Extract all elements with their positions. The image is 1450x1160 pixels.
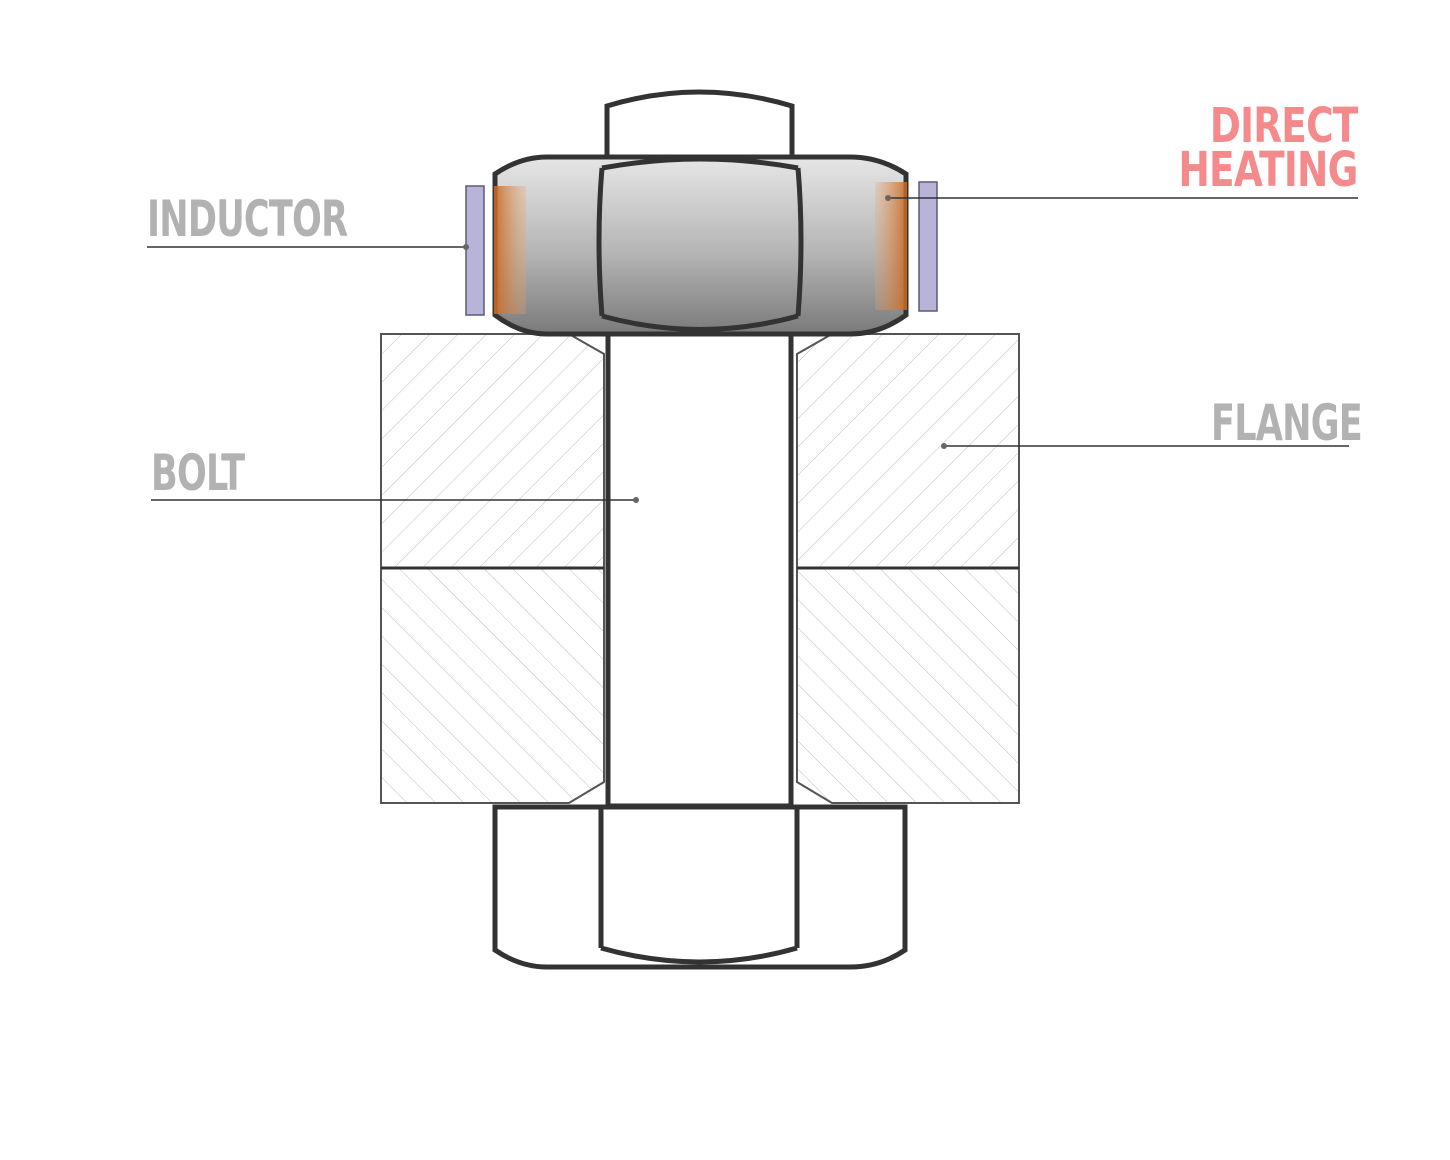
bottom-nut-body [492,804,908,970]
top-nut-face-right [795,167,804,317]
inductor [465,181,938,316]
flange-upper-right [796,333,1020,569]
flange-lower-left [380,567,605,804]
direct-heating-label-line1: DIRECT [1210,98,1359,154]
heated-zone-left [494,186,526,314]
top-nut-face-bottom [601,313,799,332]
top-nut [492,154,909,337]
top-nut-body [492,154,909,337]
inductor-coil-right [918,181,938,312]
top-nut-face-left [596,167,605,317]
bolt-tip [604,89,795,155]
inductor-label: INDUCTOR [147,190,348,248]
leader-lines [147,195,1358,503]
bolt-label: BOLT [151,444,245,502]
bottom-nut-face-bottom [600,945,798,965]
flange-label: FLANGE [1211,394,1363,452]
top-nut-face-top [601,156,799,171]
bottom-nut [492,804,908,970]
direct-heating-label: DIRECT HEATING [1128,98,1359,198]
leader-flange-dot [941,443,947,449]
bolt [604,89,795,809]
inductor-coil-left [465,185,485,316]
flange-lower-right [796,567,1020,804]
leader-bolt-dot [633,497,639,503]
bolt-shank [605,331,794,809]
flange [380,333,1020,804]
direct-heating-label-line2: HEATING [1178,142,1359,198]
leader-direct-heating-dot [885,195,891,201]
flange-upper-left [380,333,605,569]
leader-inductor-dot [463,244,469,250]
heated-zone-right [875,182,907,310]
